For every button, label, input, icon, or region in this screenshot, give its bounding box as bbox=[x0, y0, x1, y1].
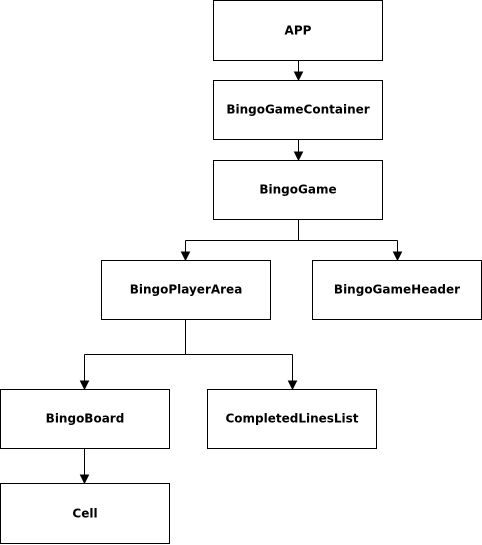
arrowhead-bingo-game bbox=[293, 151, 304, 162]
node-label-bingo-board: BingoBoard bbox=[46, 412, 125, 426]
node-box-bingo-game-header bbox=[312, 260, 482, 320]
node-completed-lines-list: CompletedLinesList bbox=[207, 389, 377, 449]
arrowhead-bingo-game-container bbox=[293, 71, 304, 82]
node-bingo-game-header: BingoGameHeader bbox=[312, 260, 482, 320]
node-box-cell bbox=[0, 483, 170, 544]
arrowhead-cell bbox=[79, 474, 90, 485]
node-box-bingo-game bbox=[213, 160, 383, 220]
node-bingo-game-container: BingoGameContainer bbox=[213, 80, 383, 140]
node-bingo-player-area: BingoPlayerArea bbox=[101, 260, 271, 320]
arrowhead-bingo-game-header bbox=[392, 251, 403, 262]
node-box-bingo-player-area bbox=[101, 260, 271, 320]
arrowhead-bingo-board bbox=[79, 380, 90, 391]
node-label-completed-lines-list: CompletedLinesList bbox=[225, 412, 358, 426]
node-label-cell: Cell bbox=[72, 507, 97, 521]
node-box-bingo-game-container bbox=[213, 80, 383, 140]
node-box-bingo-board bbox=[0, 389, 170, 449]
node-bingo-board: BingoBoard bbox=[0, 389, 170, 449]
node-label-bingo-game-header: BingoGameHeader bbox=[334, 283, 460, 297]
node-bingo-game: BingoGame bbox=[213, 160, 383, 220]
edges bbox=[79, 61, 403, 485]
node-label-bingo-game-container: BingoGameContainer bbox=[226, 103, 369, 117]
arrowhead-completed-lines-list bbox=[287, 380, 298, 391]
node-label-bingo-game: BingoGame bbox=[259, 183, 336, 197]
node-label-app: APP bbox=[285, 24, 312, 38]
node-box-completed-lines-list bbox=[207, 389, 377, 449]
node-app: APP bbox=[213, 0, 383, 61]
arrowhead-bingo-player-area bbox=[180, 251, 191, 262]
node-label-bingo-player-area: BingoPlayerArea bbox=[130, 283, 243, 297]
node-cell: Cell bbox=[0, 483, 170, 544]
node-box-app bbox=[213, 0, 383, 61]
